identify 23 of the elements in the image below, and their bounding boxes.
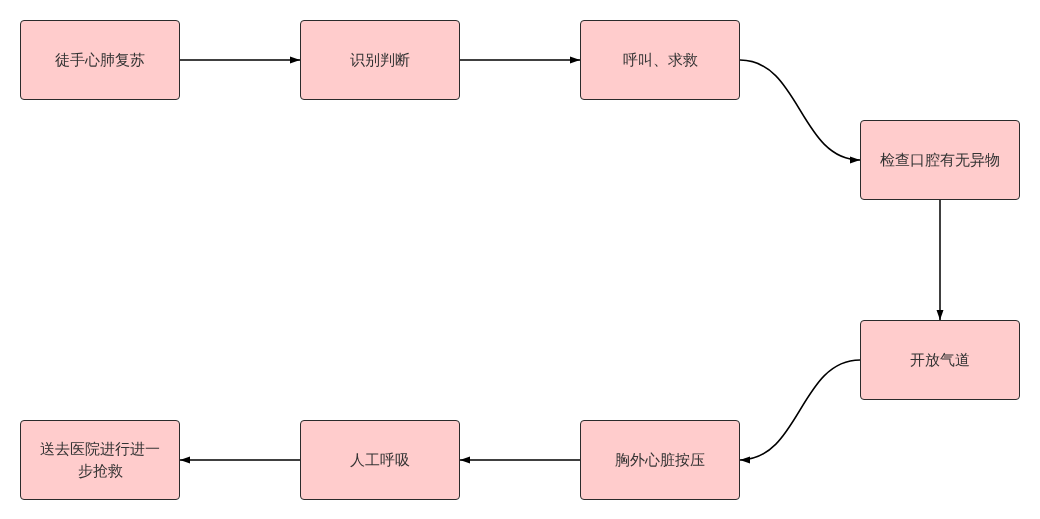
- arrow: [936, 199, 944, 321]
- step-label: 开放气道: [910, 350, 970, 371]
- process-box: [580, 420, 740, 500]
- arrow: [179, 56, 301, 64]
- process-box: [20, 20, 180, 100]
- arrow: [739, 359, 861, 463]
- step-label: 胸外心脏按压: [615, 450, 705, 471]
- step-label: 检查口腔有无异物: [880, 150, 1000, 171]
- arrow: [179, 456, 301, 464]
- process-box: [580, 20, 740, 100]
- step-label: 人工呼吸: [350, 450, 410, 471]
- process-box: [20, 420, 180, 500]
- step-label: 识别判断: [350, 50, 410, 71]
- process-box: [860, 320, 1020, 400]
- process-box: [860, 120, 1020, 200]
- arrow: [459, 456, 581, 464]
- arrow: [459, 56, 581, 64]
- step-label: 徒手心肺复苏: [55, 50, 145, 71]
- step-label: 送去医院进行进一步抢救: [39, 439, 161, 482]
- process-box: [300, 20, 460, 100]
- step-label: 呼叫、求救: [622, 50, 698, 71]
- process-box: [300, 420, 460, 500]
- arrow: [739, 59, 861, 163]
